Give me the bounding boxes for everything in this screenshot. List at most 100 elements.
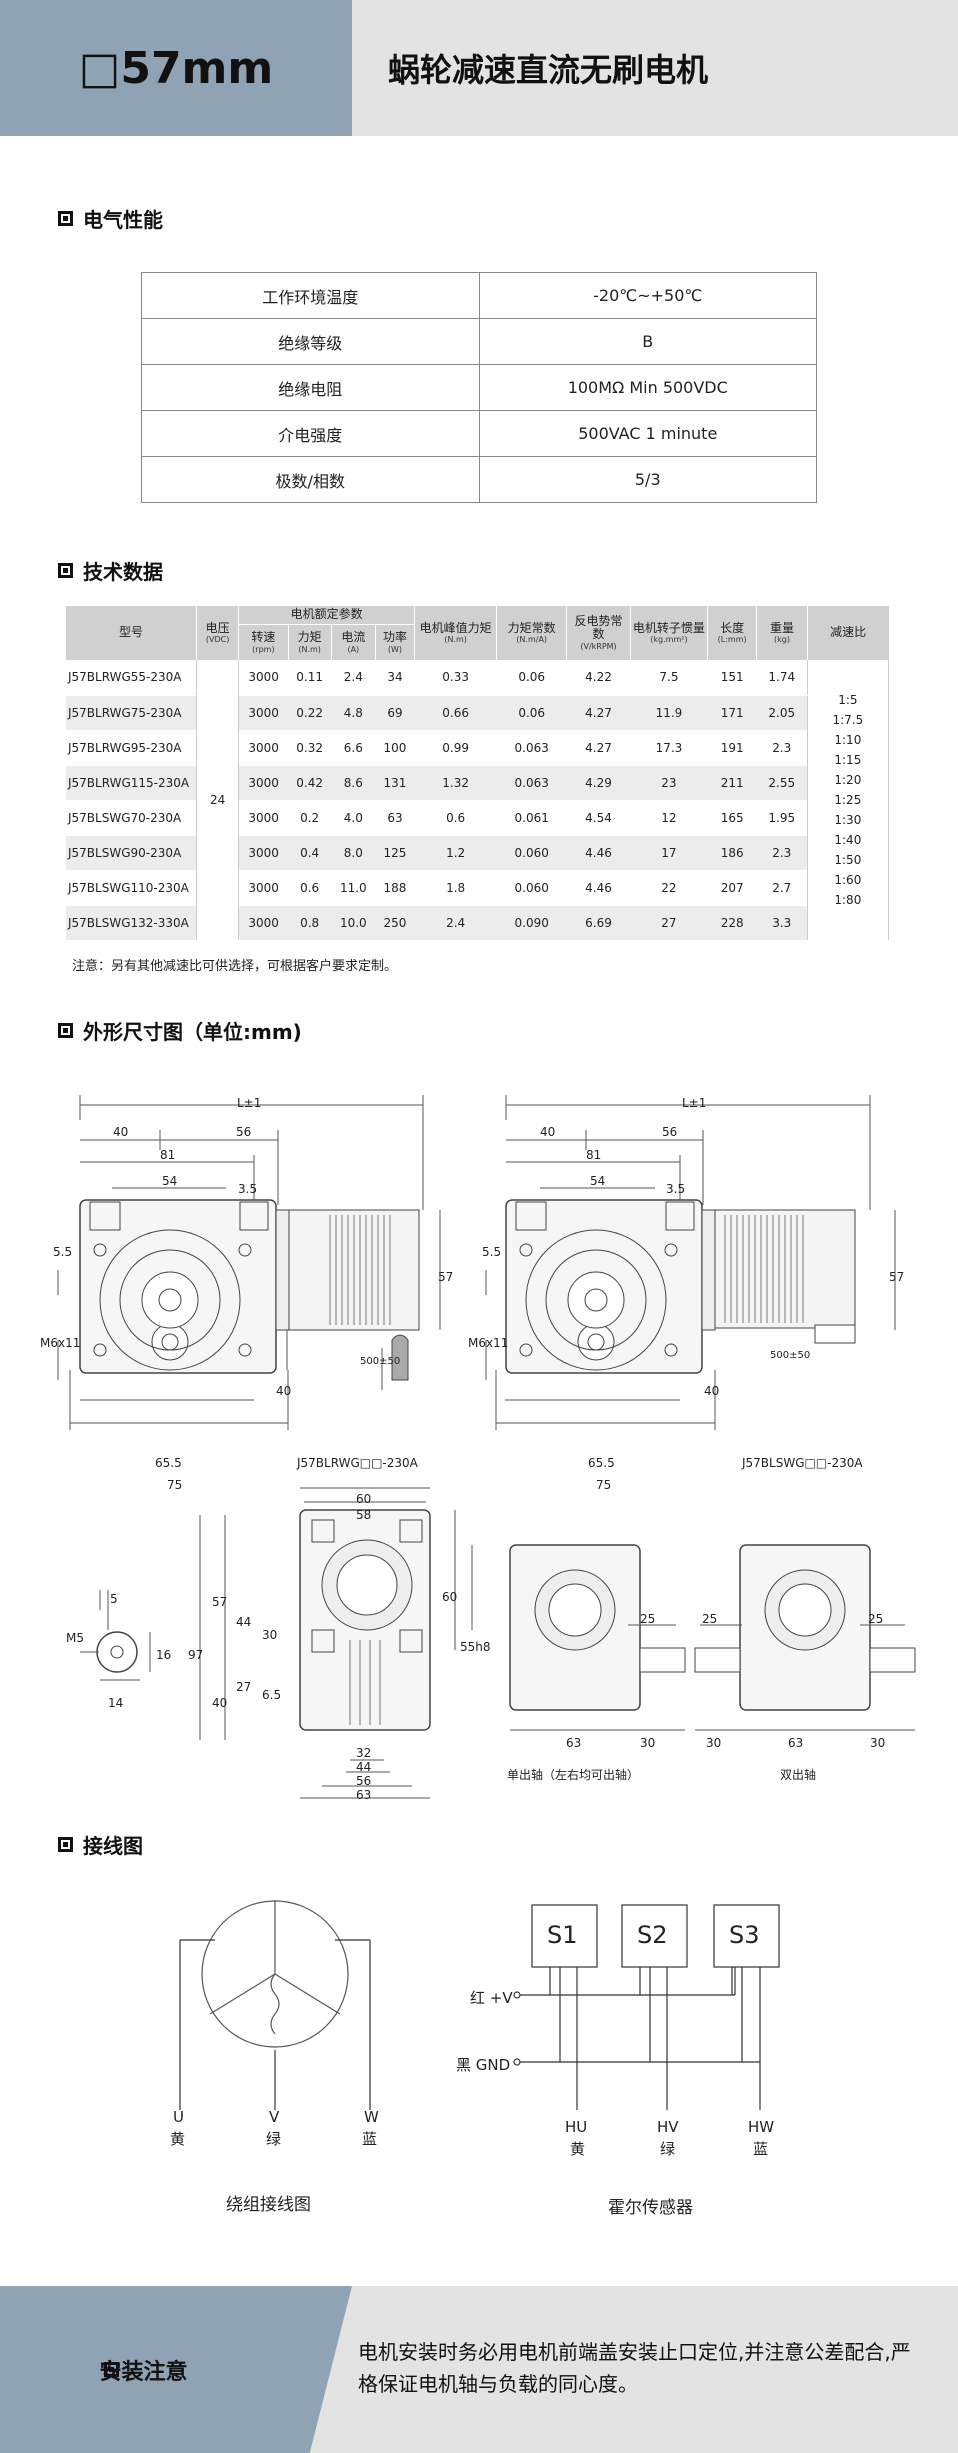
- dim-5: 5: [110, 1592, 118, 1606]
- wiring-section-title: 接线图: [58, 1830, 143, 1859]
- table-cell: 4.8: [331, 695, 376, 731]
- table-cell: 8.6: [331, 765, 376, 801]
- table-cell: 0.99: [414, 730, 497, 766]
- table-cell: 0.06: [496, 660, 567, 696]
- th-length: 长度(L:mm): [707, 606, 758, 660]
- dim-500: 500±50: [360, 1356, 401, 1367]
- ratio-item: 1:80: [834, 892, 862, 907]
- ratio-item: 1:40: [834, 832, 862, 847]
- dimensions-section-title: 外形尺寸图（单位:mm): [58, 1016, 302, 1045]
- table-cell: 17: [630, 835, 708, 871]
- table-cell: 165: [707, 800, 757, 836]
- dim-60: 60: [356, 1492, 372, 1506]
- table-cell: 6.6: [331, 730, 376, 766]
- table-cell: 10.0: [331, 905, 376, 941]
- hall-hu-terminal: HU: [565, 2118, 588, 2136]
- footer-text: 电机安装时务必用电机前端盖安装止口定位,并注意公差配合,严格保证电机轴与负载的同…: [358, 2340, 911, 2396]
- ratio-item: 1:60: [834, 872, 862, 887]
- dim-81-2: 81: [586, 1148, 602, 1162]
- coil-v-terminal: V: [269, 2108, 280, 2126]
- table-cell: 0.063: [496, 765, 567, 801]
- th-model: 型号: [66, 606, 198, 660]
- dim-58: 58: [356, 1508, 372, 1522]
- wiring-diagrams: [179, 1900, 780, 2110]
- page-title: 蜗轮减速直流无刷电机: [388, 51, 709, 89]
- square-bullet-icon: [104, 2362, 120, 2377]
- power-black-label: 黑 GND: [456, 2056, 511, 2074]
- table-cell: 4.22: [566, 660, 631, 696]
- dim-65-5-2: 65.5: [588, 1456, 615, 1470]
- dim-44: 44: [236, 1615, 252, 1629]
- ratio-item: 1:7.5: [832, 712, 864, 727]
- ratio-item: 1:50: [834, 852, 862, 867]
- dim-56b: 56: [356, 1774, 372, 1788]
- dim-30b: 30: [640, 1736, 656, 1750]
- th-power: 功率(W): [375, 624, 415, 660]
- table-cell: 0.22: [288, 695, 332, 731]
- hall-hw-terminal: HW: [748, 2118, 775, 2136]
- th-speed: 转速(rpm): [238, 624, 289, 660]
- dim-54-2: 54: [590, 1174, 606, 1188]
- model-cell: J57BLRWG55-230A: [66, 660, 197, 696]
- model-cell: J57BLRWG75-230A: [66, 695, 197, 731]
- coil-u-color: 黄: [170, 2130, 186, 2148]
- square-bullet-icon: [58, 211, 73, 226]
- dim-5-5-2: 5.5: [482, 1245, 502, 1259]
- dim-57-2: 57: [889, 1270, 905, 1284]
- th-weight: 重量(kg): [756, 606, 808, 660]
- dim-63b: 63: [566, 1736, 582, 1750]
- model-cell: J57BLSWG132-330A: [66, 905, 197, 941]
- dim-30: 30: [262, 1628, 278, 1642]
- table-cell: 0.2: [288, 800, 332, 836]
- table-cell: 4.27: [566, 695, 631, 731]
- table-cell: 0.060: [496, 835, 567, 871]
- header-size-block: □57mm: [0, 0, 352, 136]
- ratio-item: 1:25: [834, 792, 862, 807]
- dim-32: 32: [356, 1746, 372, 1760]
- table-cell: 3000: [238, 660, 289, 696]
- dim-m5: M5: [66, 1631, 84, 1645]
- electrical-value: -20℃~+50℃: [478, 272, 817, 319]
- dim-25c: 25: [868, 1612, 884, 1626]
- table-cell: 6.69: [566, 905, 631, 941]
- sensor-s1: S1: [547, 1921, 578, 1949]
- table-cell: 34: [375, 660, 415, 696]
- dim-m6-2: M6x11: [468, 1336, 509, 1350]
- table-cell: 0.060: [496, 870, 567, 906]
- th-voltage: 电压(VDC): [196, 606, 240, 660]
- table-cell: 0.6: [414, 800, 497, 836]
- table-cell: 4.46: [566, 835, 631, 871]
- square-bullet-icon: [58, 563, 73, 578]
- table-cell: 186: [707, 835, 757, 871]
- table-cell: 191: [707, 730, 757, 766]
- table-cell: 23: [630, 765, 708, 801]
- th-rated-group: 电机额定参数: [238, 606, 415, 625]
- table-cell: 7.5: [630, 660, 708, 696]
- model-cell: J57BLRWG115-230A: [66, 765, 197, 801]
- table-cell: 131: [375, 765, 415, 801]
- table-cell: 4.46: [566, 870, 631, 906]
- table-cell: 1.32: [414, 765, 497, 801]
- table-cell: 0.063: [496, 730, 567, 766]
- double-shaft-caption: 双出轴: [780, 1768, 817, 1782]
- table-cell: 4.0: [331, 800, 376, 836]
- electrical-row: 工作环境温度-20℃~+50℃: [141, 272, 817, 319]
- coil-caption: 绕组接线图: [226, 2195, 311, 2215]
- model-cell: J57BLSWG70-230A: [66, 800, 197, 836]
- dim-63: 63: [356, 1788, 372, 1802]
- dim-57b: 57: [212, 1595, 228, 1609]
- single-shaft-caption: 单出轴（左右均可出轴）: [507, 1768, 640, 1782]
- hall-hv-terminal: HV: [657, 2118, 679, 2136]
- table-cell: 0.06: [496, 695, 567, 731]
- dim-5-5: 5.5: [53, 1245, 73, 1259]
- tech-table: 型号 电压(VDC) 电机额定参数 电机峰值力矩(N.m) 力矩常数(N.m/A…: [66, 606, 890, 941]
- dim-56-2: 56: [662, 1125, 678, 1139]
- dim-6-5: 6.5: [262, 1688, 282, 1702]
